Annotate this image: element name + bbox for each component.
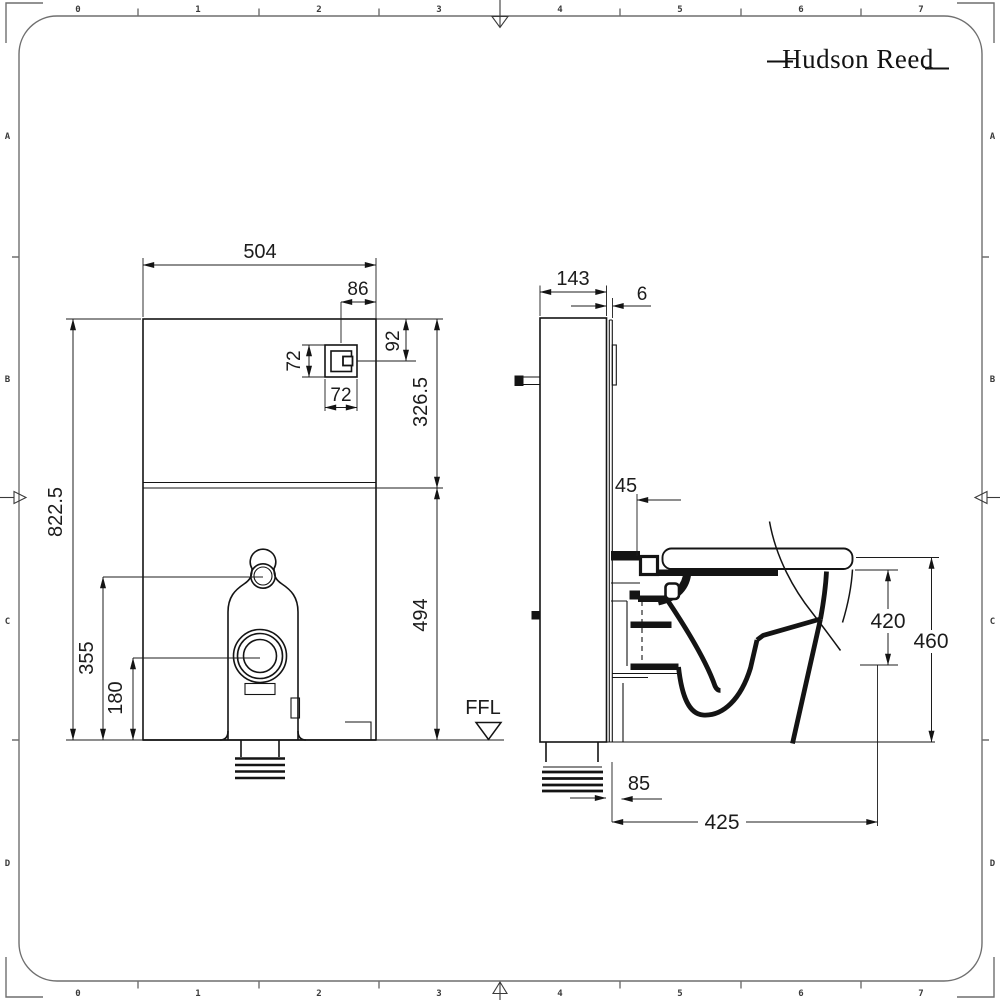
- dim-width-label: 504: [243, 241, 276, 263]
- dim-button-width-label: 72: [330, 385, 351, 406]
- ruler-col-label: 3: [436, 989, 441, 999]
- corner-mark-top-left: [5, 2, 43, 43]
- ruler-col-label: 3: [436, 5, 441, 15]
- dim-fixing-offset-label: 45: [615, 475, 637, 497]
- outlet-port: [232, 628, 288, 684]
- fixing-lug: [531, 611, 540, 620]
- ruler-col-label: 7: [918, 989, 923, 999]
- ruler-col-label: 5: [677, 989, 682, 999]
- ruler-bottom: 0 1 2 3 4 5 6 7: [75, 989, 923, 999]
- outlet-bracket: [244, 682, 276, 696]
- flush-button: [324, 344, 358, 378]
- ruler-row-label: A: [990, 132, 996, 142]
- side-view: 143 6 45 420 460 85: [514, 268, 952, 834]
- ruler-col-label: 0: [75, 5, 80, 15]
- ruler-row-label: B: [5, 375, 11, 385]
- pan-profile: [666, 521, 854, 745]
- front-soil-pipe: [235, 740, 285, 780]
- ruler-col-label: 0: [75, 989, 80, 999]
- dim-lower-section-label: 494: [410, 598, 432, 631]
- panel-bracket: [611, 344, 617, 386]
- dim-rim-height-label: 420: [870, 610, 905, 633]
- corner-mark-bottom-left: [5, 957, 43, 998]
- trapway-cover-outline: [227, 548, 299, 740]
- toilet-seat: [661, 547, 854, 570]
- ruler-col-label: 5: [677, 5, 682, 15]
- ruler-col-label: 2: [316, 5, 321, 15]
- corner-mark-bottom-right: [957, 957, 995, 998]
- cistern-front-outline: [142, 318, 377, 741]
- ruler-row-label: C: [990, 617, 995, 627]
- side-dimensions: 143 6 45 420 460 85: [539, 268, 952, 834]
- inlet-stub: [514, 375, 540, 386]
- front-view: FFL 504 86 92 72 72: [45, 241, 504, 780]
- dim-outlet-offset-label: 85: [628, 773, 650, 795]
- brand-logo: Hudson Reed: [767, 44, 949, 74]
- ruler-col-label: 2: [316, 989, 321, 999]
- ruler-col-label: 4: [557, 989, 563, 999]
- pan-rim-bar: [657, 569, 778, 576]
- ruler-top: 0 1 2 3 4 5 6 7: [75, 5, 923, 15]
- side-soil-pipe: [542, 742, 603, 793]
- trapway-fillets: [219, 730, 307, 741]
- dim-button-height-label: 72: [284, 350, 305, 371]
- dim-upper-section-label: 326.5: [410, 377, 432, 427]
- flush-elbow-port: [664, 582, 681, 601]
- ruler-col-label: 6: [798, 5, 803, 15]
- ruler-col-label: 1: [195, 5, 200, 15]
- brand-name: Hudson Reed: [782, 44, 934, 74]
- cistern-seam: [143, 481, 376, 489]
- dim-depth-label: 143: [556, 268, 589, 290]
- ffl-label: FFL: [465, 697, 501, 719]
- dim-overall-depth-label: 425: [704, 811, 739, 834]
- ruler-left: A B C D: [5, 132, 11, 869]
- corner-mark-top-right: [957, 2, 995, 43]
- ruler-col-label: 1: [195, 989, 200, 999]
- dim-overall-height-label: 822.5: [45, 487, 67, 537]
- trapway-step: [290, 697, 301, 719]
- inlet-port: [250, 562, 277, 589]
- dim-button-offset-label: 86: [347, 279, 368, 300]
- dim-seat-height-label: 460: [913, 630, 948, 653]
- dim-button-drop-label: 92: [383, 330, 404, 351]
- ruler-col-label: 6: [798, 989, 803, 999]
- finishing-panel: [608, 319, 613, 742]
- dim-outlet-center-label: 180: [105, 681, 127, 714]
- ffl-marker: FFL: [465, 697, 503, 741]
- ruler-row-label: D: [5, 859, 11, 869]
- front-dimensions: 504 86 92 72 72 326.5 494: [45, 241, 443, 741]
- ruler-ticks: [12, 8, 989, 989]
- cistern-corner-step: [345, 721, 372, 740]
- ruler-col-label: 4: [557, 5, 563, 15]
- dim-inlet-center-label: 355: [76, 641, 98, 674]
- mounting-frame: [611, 551, 679, 742]
- ruler-row-label: A: [5, 132, 11, 142]
- dim-panel-thickness-label: 6: [637, 284, 648, 305]
- ruler-right: A B C D: [990, 132, 996, 869]
- ffl-triangle-icon: [474, 721, 503, 741]
- ruler-col-label: 7: [918, 5, 923, 15]
- ruler-row-label: D: [990, 859, 996, 869]
- cistern-side-outline: [539, 317, 608, 743]
- ruler-row-label: B: [990, 375, 996, 385]
- ruler-row-label: C: [5, 617, 10, 627]
